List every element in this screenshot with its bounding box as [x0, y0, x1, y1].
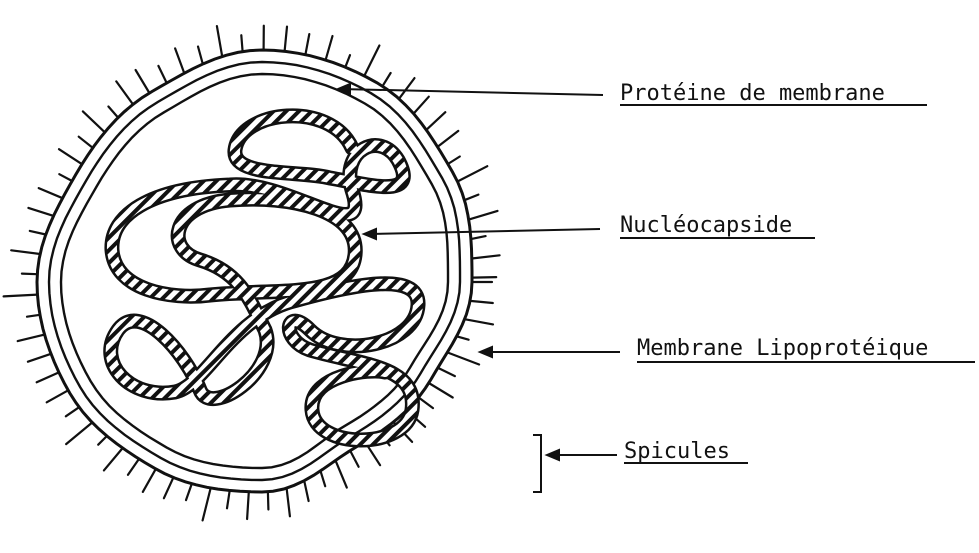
label-membrane-protein: Protéine de membrane — [620, 81, 885, 106]
spicule — [198, 47, 203, 65]
spicule — [98, 436, 107, 445]
spicule — [241, 35, 242, 51]
spicule — [66, 423, 92, 445]
spicule — [143, 469, 156, 492]
spicule — [426, 112, 445, 130]
spicule — [4, 295, 38, 297]
spicules-arrowhead — [547, 450, 559, 460]
spicules-bracket — [533, 435, 541, 492]
spicule — [447, 352, 479, 364]
spicule — [164, 477, 174, 498]
spicule — [18, 335, 45, 342]
spicule — [429, 383, 453, 398]
spicule — [108, 107, 118, 118]
spicule — [22, 274, 37, 275]
spicule — [28, 354, 51, 362]
label-spicules: Spicules — [624, 439, 730, 464]
spicule — [336, 460, 347, 487]
spicule — [59, 174, 72, 181]
spicule — [458, 166, 488, 181]
spicule — [287, 488, 290, 516]
spicule — [438, 131, 459, 147]
spicule — [305, 34, 309, 55]
spicule — [27, 315, 40, 317]
spicule — [438, 368, 455, 376]
spicule — [364, 46, 379, 76]
spicule — [79, 137, 93, 148]
spicule — [116, 81, 133, 104]
spicule — [28, 208, 53, 216]
spicule — [399, 78, 415, 99]
spicule — [59, 149, 82, 164]
label-nucleocapsid: Nucléocapside — [620, 213, 792, 238]
spicule — [414, 97, 429, 114]
spicule — [464, 195, 478, 201]
spicule — [304, 481, 308, 501]
spicule — [217, 26, 222, 56]
spicule — [66, 407, 79, 416]
spicule — [457, 336, 469, 339]
spicule — [419, 397, 434, 408]
spicule — [469, 211, 498, 220]
spicule — [350, 451, 358, 467]
spicule — [465, 319, 493, 324]
spicule — [83, 111, 105, 132]
spicule — [11, 250, 40, 254]
spicule — [47, 390, 68, 402]
spicule — [30, 231, 46, 235]
spicule — [186, 484, 192, 500]
spicule — [227, 491, 230, 509]
spicule — [448, 157, 460, 165]
spicule — [203, 488, 211, 521]
spicule — [158, 66, 166, 83]
spicule — [104, 448, 123, 470]
spicule — [37, 372, 59, 382]
spicule — [326, 36, 333, 60]
spicule — [472, 255, 500, 258]
spicule — [345, 55, 350, 67]
spicule — [470, 301, 493, 303]
spicule — [128, 459, 139, 475]
lipoprotein-membrane-arrowhead — [480, 347, 492, 357]
spicule — [472, 277, 496, 278]
spicule — [383, 73, 391, 86]
spicule — [285, 27, 287, 52]
spicule — [268, 492, 269, 510]
spicule — [321, 471, 326, 486]
spicule — [175, 48, 184, 73]
spicule — [39, 188, 63, 198]
spicule — [247, 492, 249, 519]
spicule — [136, 70, 150, 93]
label-lipoprotein-membrane: Membrane Lipoprotéique — [637, 336, 928, 361]
spicule — [471, 236, 486, 239]
